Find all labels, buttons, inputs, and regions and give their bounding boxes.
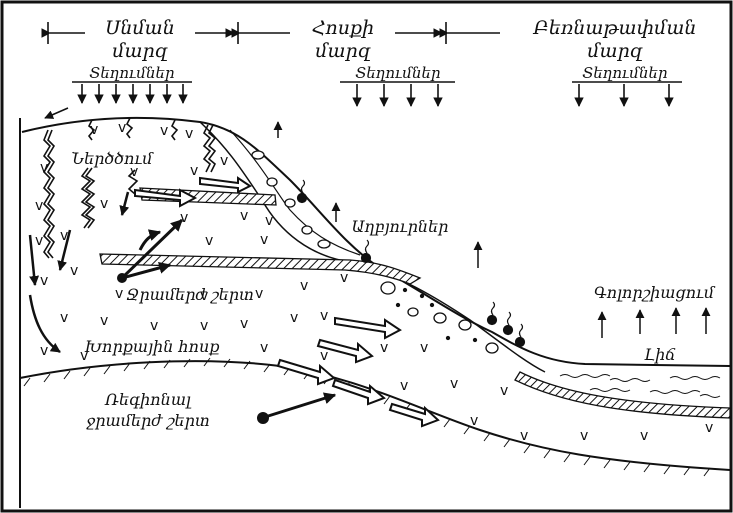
svg-text:v: v (40, 273, 48, 289)
svg-text:v: v (150, 318, 158, 334)
svg-text:v: v (100, 196, 108, 212)
svg-text:v: v (240, 316, 248, 332)
zone-recharge-title: Սնման (105, 17, 175, 39)
deep-source-point (117, 273, 127, 283)
infiltration-arrows (30, 192, 128, 352)
aquitard-discharge-layer (515, 372, 730, 418)
svg-text:v: v (265, 213, 273, 229)
conglomerate-pebbles (252, 151, 498, 353)
svg-text:v: v (420, 340, 428, 356)
svg-text:v: v (290, 310, 298, 326)
svg-text:v: v (260, 232, 268, 248)
precip-label-discharge: Տեղումներ (582, 64, 667, 82)
lake-label: Լիճ (644, 345, 676, 364)
svg-text:v: v (300, 278, 308, 294)
svg-text:v: v (340, 270, 348, 286)
regional-source-point (257, 412, 269, 424)
svg-text:v: v (470, 413, 478, 429)
precip-arrows-discharge (572, 82, 682, 106)
svg-text:v: v (205, 233, 213, 249)
svg-text:v: v (580, 428, 588, 444)
svg-text:v: v (705, 420, 713, 436)
deep-flow-label: Խորքային հոսք (85, 337, 220, 356)
svg-text:v: v (520, 428, 528, 444)
precip-arrows-flow (340, 82, 455, 106)
svg-text:v: v (220, 153, 228, 169)
precip-label-recharge: Տեղումներ (89, 64, 174, 82)
springs-label: Աղբյուրներ (352, 217, 449, 236)
zone-recharge-subtitle: մարզ (112, 40, 168, 62)
precip-label-flow: Տեղումներ (355, 64, 440, 82)
upward-arrows (278, 122, 706, 338)
svg-text:v: v (190, 163, 198, 179)
svg-text:v: v (200, 318, 208, 334)
evaporation-label: Գոլորշիացում (594, 283, 716, 302)
svg-text:v: v (35, 233, 43, 249)
svg-text:v: v (320, 308, 328, 324)
runoff-arrow (45, 108, 68, 118)
svg-text:v: v (185, 126, 193, 142)
svg-text:v: v (70, 263, 78, 279)
svg-text:v: v (35, 198, 43, 214)
svg-text:v: v (400, 378, 408, 394)
conglomerate-boundary (200, 122, 545, 372)
zone-discharge-subtitle: մարզ (587, 40, 643, 62)
svg-text:v: v (260, 340, 268, 356)
svg-text:v: v (115, 286, 123, 302)
svg-text:v: v (180, 210, 188, 226)
svg-text:v: v (380, 340, 388, 356)
zone-flow-subtitle: մարզ (315, 40, 371, 62)
zone-discharge-title: Բեռնաթափման (533, 17, 697, 39)
svg-text:v: v (640, 428, 648, 444)
svg-text:v: v (40, 343, 48, 359)
svg-text:v: v (450, 376, 458, 392)
svg-text:v: v (160, 123, 168, 139)
svg-text:v: v (60, 310, 68, 326)
svg-text:v: v (255, 286, 263, 302)
aquifer-label: Ջրամերժ շերտ (126, 285, 254, 304)
svg-text:v: v (240, 208, 248, 224)
conglomerate-inner-line (230, 130, 360, 255)
infiltration-label: Ներծծում (71, 149, 154, 168)
aquitard-lens-main (100, 254, 420, 284)
svg-text:v: v (118, 120, 126, 136)
regional-aquitard-label-line2: ջրամերժ շերտ (86, 411, 210, 430)
zone-flow-title: Հոսքի (312, 17, 374, 39)
regional-aquitard-label-line1: Ռեգիոնալ (104, 390, 192, 409)
svg-text:v: v (320, 348, 328, 364)
svg-text:v: v (100, 313, 108, 329)
svg-text:v: v (500, 383, 508, 399)
precip-arrows-recharge (72, 82, 192, 103)
